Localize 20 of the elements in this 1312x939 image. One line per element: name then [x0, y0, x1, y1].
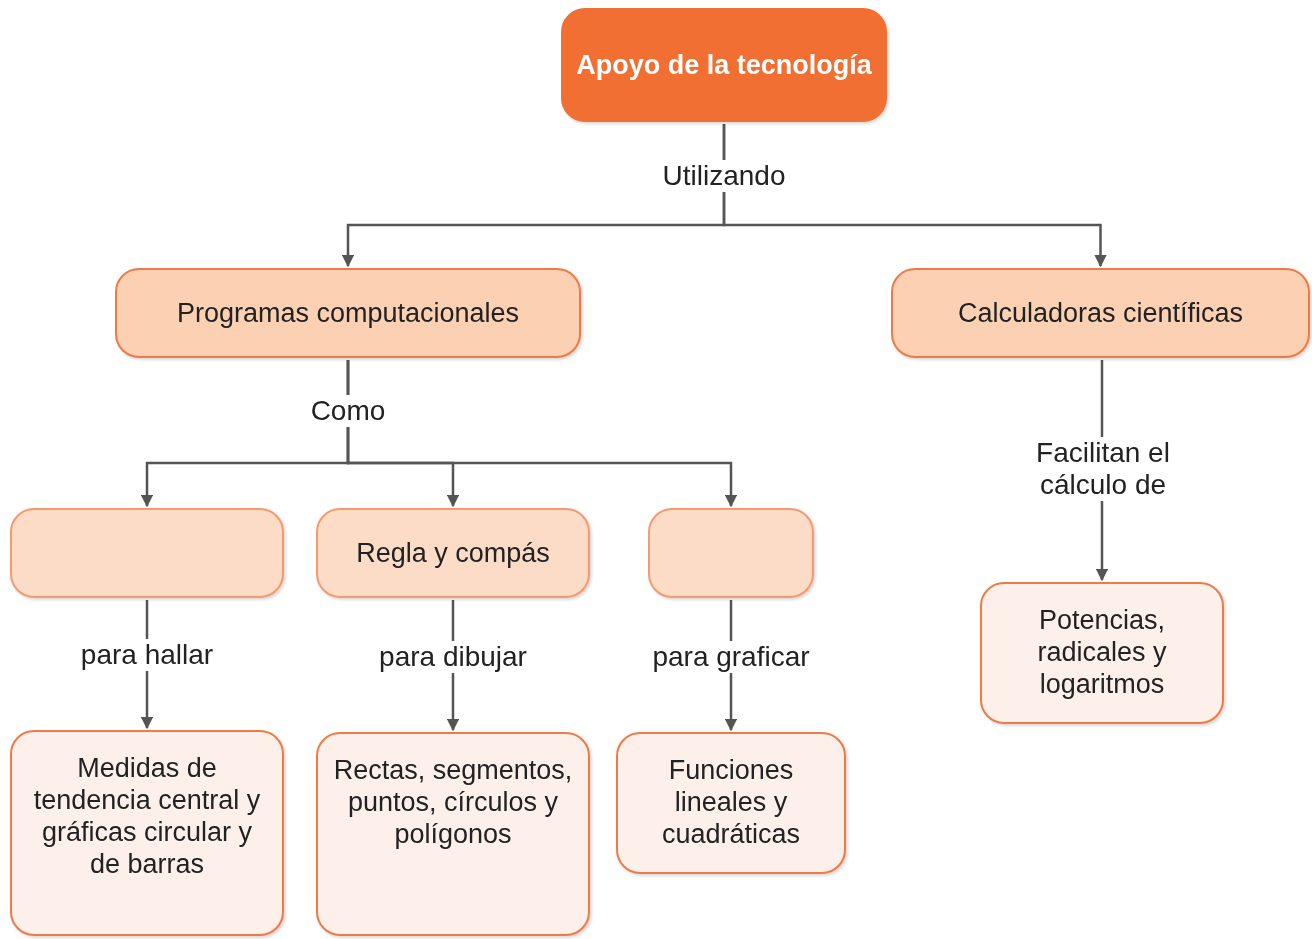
topic-box	[561, 8, 887, 122]
box-text: Calculadoras científicas	[957, 297, 1244, 329]
box-text: Medidas de tendencia central y gráficas circular y de barras	[32, 752, 262, 880]
concept-box	[10, 730, 284, 936]
box-text: Regla y compás	[356, 537, 550, 569]
box-text: Programas computacionales	[176, 297, 520, 329]
concept-box	[10, 508, 284, 598]
concept-box	[316, 508, 590, 598]
box-text: Apoyo de la tecnología	[576, 49, 872, 81]
concept-box	[891, 268, 1310, 358]
concept-box	[980, 582, 1224, 724]
box-text: Funciones lineales y cuadráticas	[660, 754, 802, 850]
connector-arrow	[722, 124, 1107, 268]
concept-box	[648, 508, 814, 598]
box-text: Rectas, segmentos, puntos, círculos y polígonos	[332, 754, 574, 850]
concept-box	[616, 732, 846, 874]
connector-arrow	[346, 360, 738, 508]
box-text: Potencias, radicales y logaritmos	[1036, 604, 1168, 700]
concept-box	[115, 268, 581, 358]
concept-box	[316, 732, 590, 936]
